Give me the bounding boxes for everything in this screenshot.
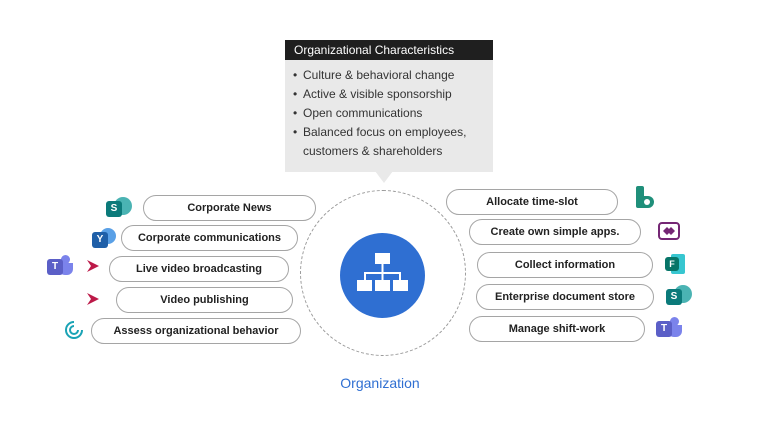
pill-collect-information: Collect information [477,252,653,278]
workplace-analytics-icon [64,320,84,340]
stream-icon [86,259,100,273]
callout-tail [375,171,393,183]
yammer-icon: Y [92,228,116,250]
pill-video-publishing: Video publishing [116,287,293,313]
list-item: Active & visible sponsorship [293,85,485,104]
list-item-text: Balanced focus on employees, [303,125,467,139]
list-item: Balanced focus on employees, customers & … [293,123,485,161]
pill-allocate-time-slot: Allocate time-slot [446,189,618,215]
pill-manage-shift-work: Manage shift-work [469,316,645,342]
sharepoint-icon: S [666,285,692,309]
teams-icon: T [656,317,682,339]
powerapps-icon [658,222,680,240]
callout-body: Culture & behavioral change Active & vis… [285,60,493,172]
pill-corporate-communications: Corporate communications [121,225,298,251]
sharepoint-icon: S [106,197,132,221]
dashed-ring [300,190,466,356]
organization-label: Organization [340,375,420,391]
bookings-icon [636,186,656,210]
list-item-continuation: customers & shareholders [303,144,443,158]
org-chart-icon [340,233,425,318]
pill-assess-organizational-behavior: Assess organizational behavior [91,318,301,344]
pill-create-simple-apps: Create own simple apps. [469,219,641,245]
characteristics-list: Culture & behavioral change Active & vis… [293,66,485,161]
list-item: Open communications [293,104,485,123]
teams-icon: T [47,255,73,277]
characteristics-callout: Organizational Characteristics Culture &… [285,40,493,172]
forms-icon: F [665,254,687,274]
stream-icon [86,292,100,306]
pill-live-video-broadcasting: Live video broadcasting [109,256,289,282]
pill-enterprise-document-store: Enterprise document store [476,284,654,310]
list-item: Culture & behavioral change [293,66,485,85]
callout-title: Organizational Characteristics [285,40,493,60]
pill-corporate-news: Corporate News [143,195,316,221]
